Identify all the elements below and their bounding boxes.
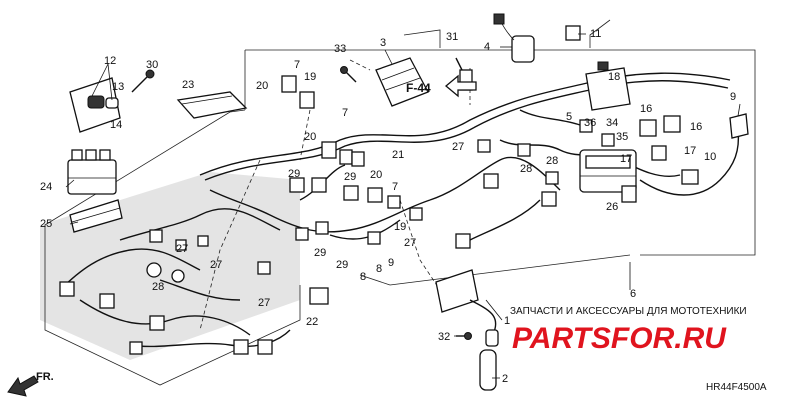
main-harness [59,72,740,348]
label-24: 24 [40,181,52,193]
label-33: 33 [334,43,346,55]
label-29d: 29 [336,259,348,271]
component-25-holder [69,199,123,233]
label-12: 11 [590,28,601,40]
label-32: 32 [438,331,450,343]
label-7b: 7 [342,107,348,119]
label-36: 36 [584,117,596,129]
component-1-ignition-coil [435,269,499,347]
component-11-connector [681,169,699,185]
label-27a: 27 [452,141,464,153]
label-17a: 17 [620,153,632,165]
label-34: 34 [606,117,618,129]
label-25: 25 [40,218,52,230]
label-29c: 29 [314,247,326,259]
component-33-bolt [340,66,357,83]
component-10-cap [729,113,749,139]
label-10: 9 [730,91,736,103]
label-19a: 19 [304,71,316,83]
connector-cluster [59,119,615,355]
label-29a: 29 [288,168,300,180]
component-24-ecu [67,149,117,195]
label-14: 13 [112,81,124,93]
label-20b: 20 [304,131,316,143]
harness-frame [44,19,756,386]
label-35: 35 [616,131,628,143]
label-26: 26 [606,201,618,213]
component-2-plug-cap [479,349,497,391]
component-13-15-bracket [69,77,121,133]
label-8b: 8 [376,263,382,275]
component-26-relay [621,185,637,203]
component-16-relays [639,115,681,161]
front-arrow: FR. [7,371,54,397]
label-8a: 8 [360,271,366,283]
component-23-cover [176,91,248,119]
label-19b: 19 [394,221,406,233]
diagram-code: HR44F4500A [706,382,767,393]
label-18: 18 [608,71,620,83]
label-4: 4 [484,41,490,53]
f44-reference: F-44 [406,74,477,98]
label-30: 30 [146,59,158,71]
label-13: 12 [104,55,116,67]
label-20c: 20 [370,169,382,181]
label-6: 6 [630,288,636,300]
watermark: ЗАПЧАСТИ И АКСЕССУАРЫ ДЛЯ МОТОТЕХНИКИ PA… [510,306,747,355]
component-20-relays [281,75,365,167]
label-27e: 27 [258,297,270,309]
watermark-line: ЗАПЧАСТИ И АКСЕССУАРЫ ДЛЯ МОТОТЕХНИКИ [510,306,747,317]
label-29b: 29 [344,171,356,183]
label-leaders [65,33,741,379]
label-16a: 16 [640,103,652,115]
label-16b: 16 [690,121,702,133]
label-28b: 28 [546,155,558,167]
watermark-logo: PARTSFOR.RU [512,322,727,355]
label-27b: 27 [404,237,416,249]
part-labels: 12 13 14 30 23 24 25 33 3 31 4 11 7 20 1… [40,28,736,385]
label-3: 3 [380,37,386,49]
label-20a: 20 [256,80,268,92]
reference-label: F-44 [406,81,431,95]
label-27d: 27 [210,259,222,271]
label-21: 21 [392,149,404,161]
label-28c: 28 [152,281,164,293]
label-22: 22 [306,316,318,328]
label-31: 31 [446,31,458,43]
component-battery-box [579,149,637,193]
component-22-relay [309,287,329,305]
label-7a: 7 [294,59,300,71]
front-label: FR. [36,371,54,383]
label-5: 5 [566,111,572,123]
label-17b: 17 [684,145,696,157]
label-1: 1 [504,315,510,327]
component-30-bolt [131,69,155,93]
label-28a: 28 [520,163,532,175]
label-11: 10 [704,151,716,163]
label-27c: 27 [176,243,188,255]
component-4-relay [493,13,535,63]
component-18-fuse-box [585,61,631,111]
label-7c: 7 [392,181,398,193]
component-12-connector [565,25,581,41]
label-2: 2 [502,373,508,385]
label-15: 14 [110,119,122,131]
component-3-module [375,57,429,107]
label-9: 9 [388,257,394,269]
label-23: 23 [182,79,194,91]
